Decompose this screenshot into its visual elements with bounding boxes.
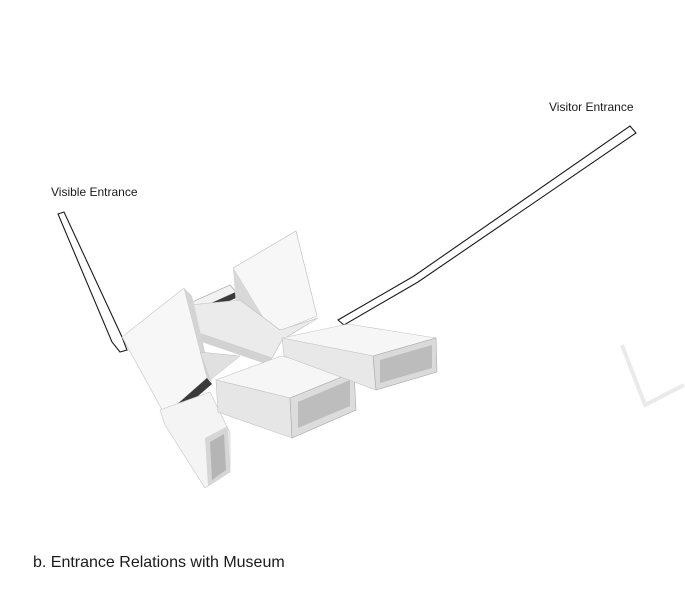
figure-caption: b. Entrance Relations with Museum [33,554,285,571]
visitor-entrance-label: Visitor Entrance [549,100,634,114]
front-box-volume [214,355,357,439]
central-wedge-volume [199,351,241,381]
visible-entrance-path [57,211,128,353]
right-box-volume [281,323,438,391]
lower-left-box-volume [159,391,231,489]
visitor-entrance-path [337,125,637,326]
visible-entrance-label: Visible Entrance [51,185,138,199]
middle-bar-volume [189,299,319,366]
site-context-fragment [620,344,685,408]
